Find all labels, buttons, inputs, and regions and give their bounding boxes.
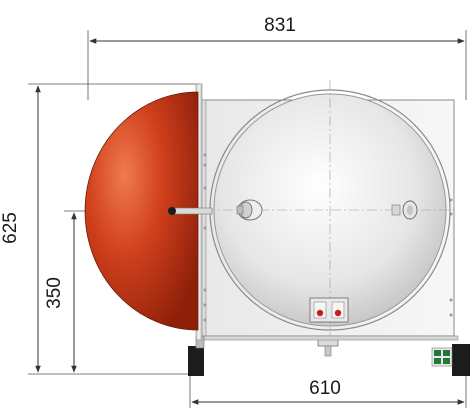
left-foot [188, 346, 204, 376]
base-rail [195, 335, 459, 341]
right-port [391, 200, 418, 220]
dimension-625: 625 [0, 83, 200, 375]
red-dome [84, 91, 199, 331]
label-831: 831 [264, 15, 296, 36]
label-350: 350 [44, 277, 65, 309]
door-dome [84, 91, 213, 331]
frame-bolts [203, 153, 453, 322]
door-pivot-knob [168, 207, 176, 215]
green-connectors [431, 347, 453, 367]
label-610: 610 [309, 378, 341, 399]
right-foot [452, 344, 470, 376]
door-arm [171, 207, 213, 215]
label-625: 625 [0, 212, 21, 244]
left-port [236, 199, 263, 221]
red-valve-right [334, 309, 342, 317]
autoclave-body [188, 80, 470, 376]
dimension-831: 831 [87, 15, 467, 100]
red-valve-left [316, 309, 324, 317]
valve-block [309, 297, 349, 323]
dimension-610: 610 [189, 350, 467, 408]
